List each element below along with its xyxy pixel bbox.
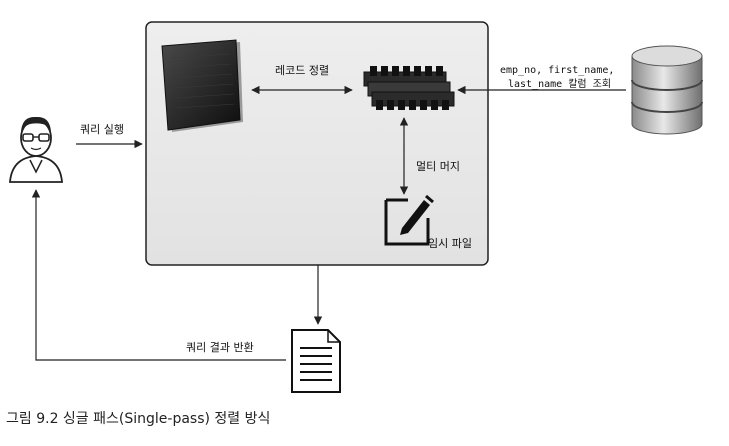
temp-file-label: 임시 파일 xyxy=(428,237,472,250)
database-icon xyxy=(631,45,703,135)
query-result-label: 쿼리 결과 반환 xyxy=(186,341,254,354)
user-avatar-icon xyxy=(9,116,63,183)
multi-merge-label: 멀티 머지 xyxy=(416,160,460,173)
cpu-icon xyxy=(161,39,243,132)
figure-caption: 그림 9.2 싱글 패스(Single-pass) 정렬 방식 xyxy=(6,411,271,427)
result-return-arrow xyxy=(31,189,286,361)
record-sort-label: 레코드 정렬 xyxy=(275,64,330,77)
columns-label-line1: emp_no, first_name, xyxy=(500,65,615,76)
query-exec-label: 쿼리 실행 xyxy=(80,123,124,136)
document-icon xyxy=(291,329,341,393)
edit-file-icon xyxy=(384,194,434,246)
columns-label-line2: last_name 칼럼 조회 xyxy=(508,79,612,90)
memory-icon xyxy=(363,66,455,110)
